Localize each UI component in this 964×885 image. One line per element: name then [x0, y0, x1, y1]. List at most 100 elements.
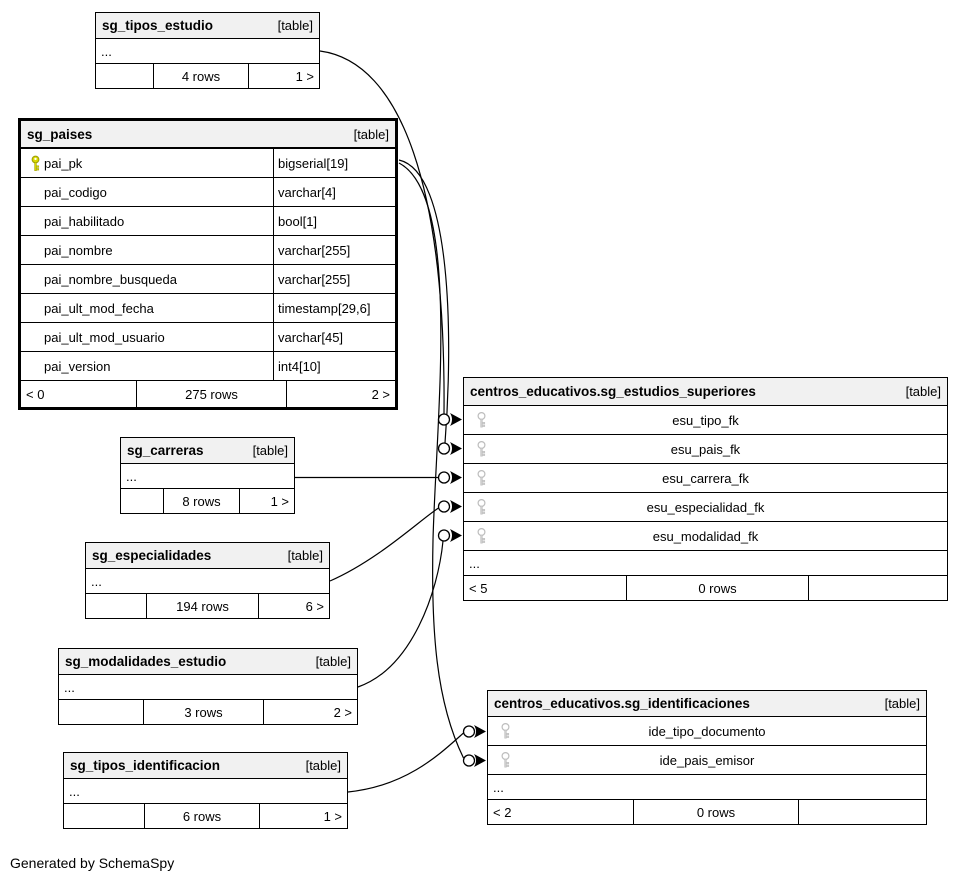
foreign-key-icon — [472, 498, 490, 516]
arrowhead — [450, 442, 462, 455]
relationship-line-modalidades-esu-modalidad — [357, 540, 444, 688]
column-type: varchar[45] — [273, 323, 395, 351]
footer-row-count: 0 rows — [626, 576, 808, 600]
column-row: ide_pais_emisor — [488, 746, 926, 775]
table-header: sg_paises [table] — [21, 121, 395, 149]
foreign-key-icon — [472, 440, 490, 458]
table-sg-tipos-identificacion[interactable]: sg_tipos_identificacion [table] ... 6 ro… — [63, 752, 348, 829]
table-header: sg_tipos_identificacion [table] — [64, 753, 347, 779]
relationship-line-paises-esu-pais — [398, 159, 450, 444]
table-name[interactable]: sg_tipos_estudio — [102, 18, 214, 33]
footer-degree-right: 2 > — [286, 381, 395, 407]
column-name: esu_modalidad_fk — [652, 528, 759, 544]
footer-row-count: 3 rows — [143, 700, 263, 724]
footer-anchor-left: < 2 — [493, 804, 512, 820]
table-header: sg_modalidades_estudio [table] — [59, 649, 357, 675]
ellipsis-row: ... — [59, 675, 357, 700]
column-name: pai_codigo — [44, 184, 107, 200]
table-tag: [table] — [277, 18, 313, 33]
table-sg-especialidades[interactable]: sg_especialidades [table] ... 194 rows 6… — [85, 542, 330, 619]
table-header: sg_carreras [table] — [121, 438, 294, 464]
column-row: pai_nombre_busqueda varchar[255] — [21, 265, 395, 294]
footer-anchor-left — [86, 594, 146, 618]
footer-anchor-left — [64, 804, 144, 828]
arrowhead — [474, 754, 486, 767]
table-sg-estudios-superiores[interactable]: centros_educativos.sg_estudios_superiore… — [463, 377, 948, 601]
foreign-key-icon — [472, 411, 490, 429]
column-row: esu_pais_fk — [464, 435, 947, 464]
column-type: bool[1] — [273, 207, 395, 235]
table-name[interactable]: sg_paises — [27, 126, 93, 142]
table-footer: < 2 0 rows — [488, 800, 926, 824]
foreign-key-icon — [472, 527, 490, 545]
foreign-key-icon — [496, 722, 514, 740]
footer-row-count: 275 rows — [136, 381, 286, 407]
column-name: pai_version — [44, 358, 111, 374]
relationship-line-especialidades-esu-especialidad — [329, 507, 439, 582]
table-header: centros_educativos.sg_estudios_superiore… — [464, 378, 947, 406]
column-row: ide_tipo_documento — [488, 717, 926, 746]
arrowhead — [450, 471, 462, 484]
footer-degree-right: 6 > — [258, 594, 329, 618]
table-tag: [table] — [905, 384, 941, 399]
footer-degree-right — [808, 576, 947, 600]
footer-row-count: 194 rows — [146, 594, 258, 618]
table-tag: [table] — [353, 126, 389, 142]
relationship-line-paises-ide-pais-emisor — [398, 162, 465, 759]
table-sg-identificaciones[interactable]: centros_educativos.sg_identificaciones [… — [487, 690, 927, 825]
table-name[interactable]: sg_tipos_identificacion — [70, 758, 221, 773]
table-footer: 4 rows 1 > — [96, 64, 319, 88]
table-sg-tipos-estudio[interactable]: sg_tipos_estudio [table] ... 4 rows 1 > — [95, 12, 320, 89]
ellipsis-row: ... — [96, 39, 319, 64]
table-footer: 3 rows 2 > — [59, 700, 357, 724]
arrowhead — [450, 413, 462, 426]
table-header: centros_educativos.sg_identificaciones [… — [488, 691, 926, 717]
cardinality-circle — [437, 471, 451, 484]
table-name[interactable]: sg_modalidades_estudio — [65, 654, 227, 669]
table-sg-carreras[interactable]: sg_carreras [table] ... 8 rows 1 > — [120, 437, 295, 514]
column-name: pai_nombre — [44, 242, 113, 258]
ellipsis-row: ... — [121, 464, 294, 489]
table-footer: < 5 0 rows — [464, 576, 947, 600]
column-name: ide_pais_emisor — [659, 752, 755, 768]
footer-degree-right: 1 > — [259, 804, 347, 828]
footer-row-count: 8 rows — [163, 489, 239, 513]
column-type: timestamp[29,6] — [273, 294, 395, 322]
column-row: pai_version int4[10] — [21, 352, 395, 381]
footer-degree-right — [798, 800, 926, 824]
arrowhead — [474, 725, 486, 738]
column-name: esu_carrera_fk — [662, 470, 749, 486]
footer-anchor-left: < 5 — [469, 580, 488, 596]
table-footer: 6 rows 1 > — [64, 804, 347, 828]
column-type: bigserial[19] — [273, 149, 395, 177]
column-row: pai_nombre varchar[255] — [21, 236, 395, 265]
footer-row-count: 6 rows — [144, 804, 259, 828]
column-name: ide_tipo_documento — [648, 723, 766, 739]
table-footer: < 0 275 rows 2 > — [21, 381, 395, 407]
column-row: pai_pk bigserial[19] — [21, 149, 395, 178]
column-name: pai_nombre_busqueda — [44, 271, 177, 287]
cardinality-circle — [437, 442, 451, 455]
table-tag: [table] — [287, 548, 323, 563]
table-name[interactable]: sg_carreras — [127, 443, 204, 458]
table-header: sg_especialidades [table] — [86, 543, 329, 569]
footer-degree-right: 1 > — [239, 489, 294, 513]
table-name[interactable]: sg_especialidades — [92, 548, 212, 563]
column-row: esu_tipo_fk — [464, 406, 947, 435]
table-header: sg_tipos_estudio [table] — [96, 13, 319, 39]
cardinality-circle — [462, 754, 476, 767]
column-row: pai_ult_mod_usuario varchar[45] — [21, 323, 395, 352]
table-sg-modalidades-estudio[interactable]: sg_modalidades_estudio [table] ... 3 row… — [58, 648, 358, 725]
ellipsis-row: ... — [64, 779, 347, 804]
column-type: varchar[255] — [273, 236, 395, 264]
table-name[interactable]: centros_educativos.sg_estudios_superiore… — [470, 384, 756, 399]
table-name[interactable]: centros_educativos.sg_identificaciones — [494, 696, 750, 711]
column-row: pai_ult_mod_fecha timestamp[29,6] — [21, 294, 395, 323]
footer-row-count: 4 rows — [153, 64, 248, 88]
table-sg-paises[interactable]: sg_paises [table] pai_pk bigserial[19] p… — [18, 118, 398, 410]
ellipsis-row: ... — [86, 569, 329, 594]
arrowhead — [450, 500, 462, 513]
footer-anchor-left: < 0 — [26, 386, 45, 402]
column-row: esu_especialidad_fk — [464, 493, 947, 522]
relationship-line-tipos-identificacion-ide-tipo — [347, 732, 464, 793]
